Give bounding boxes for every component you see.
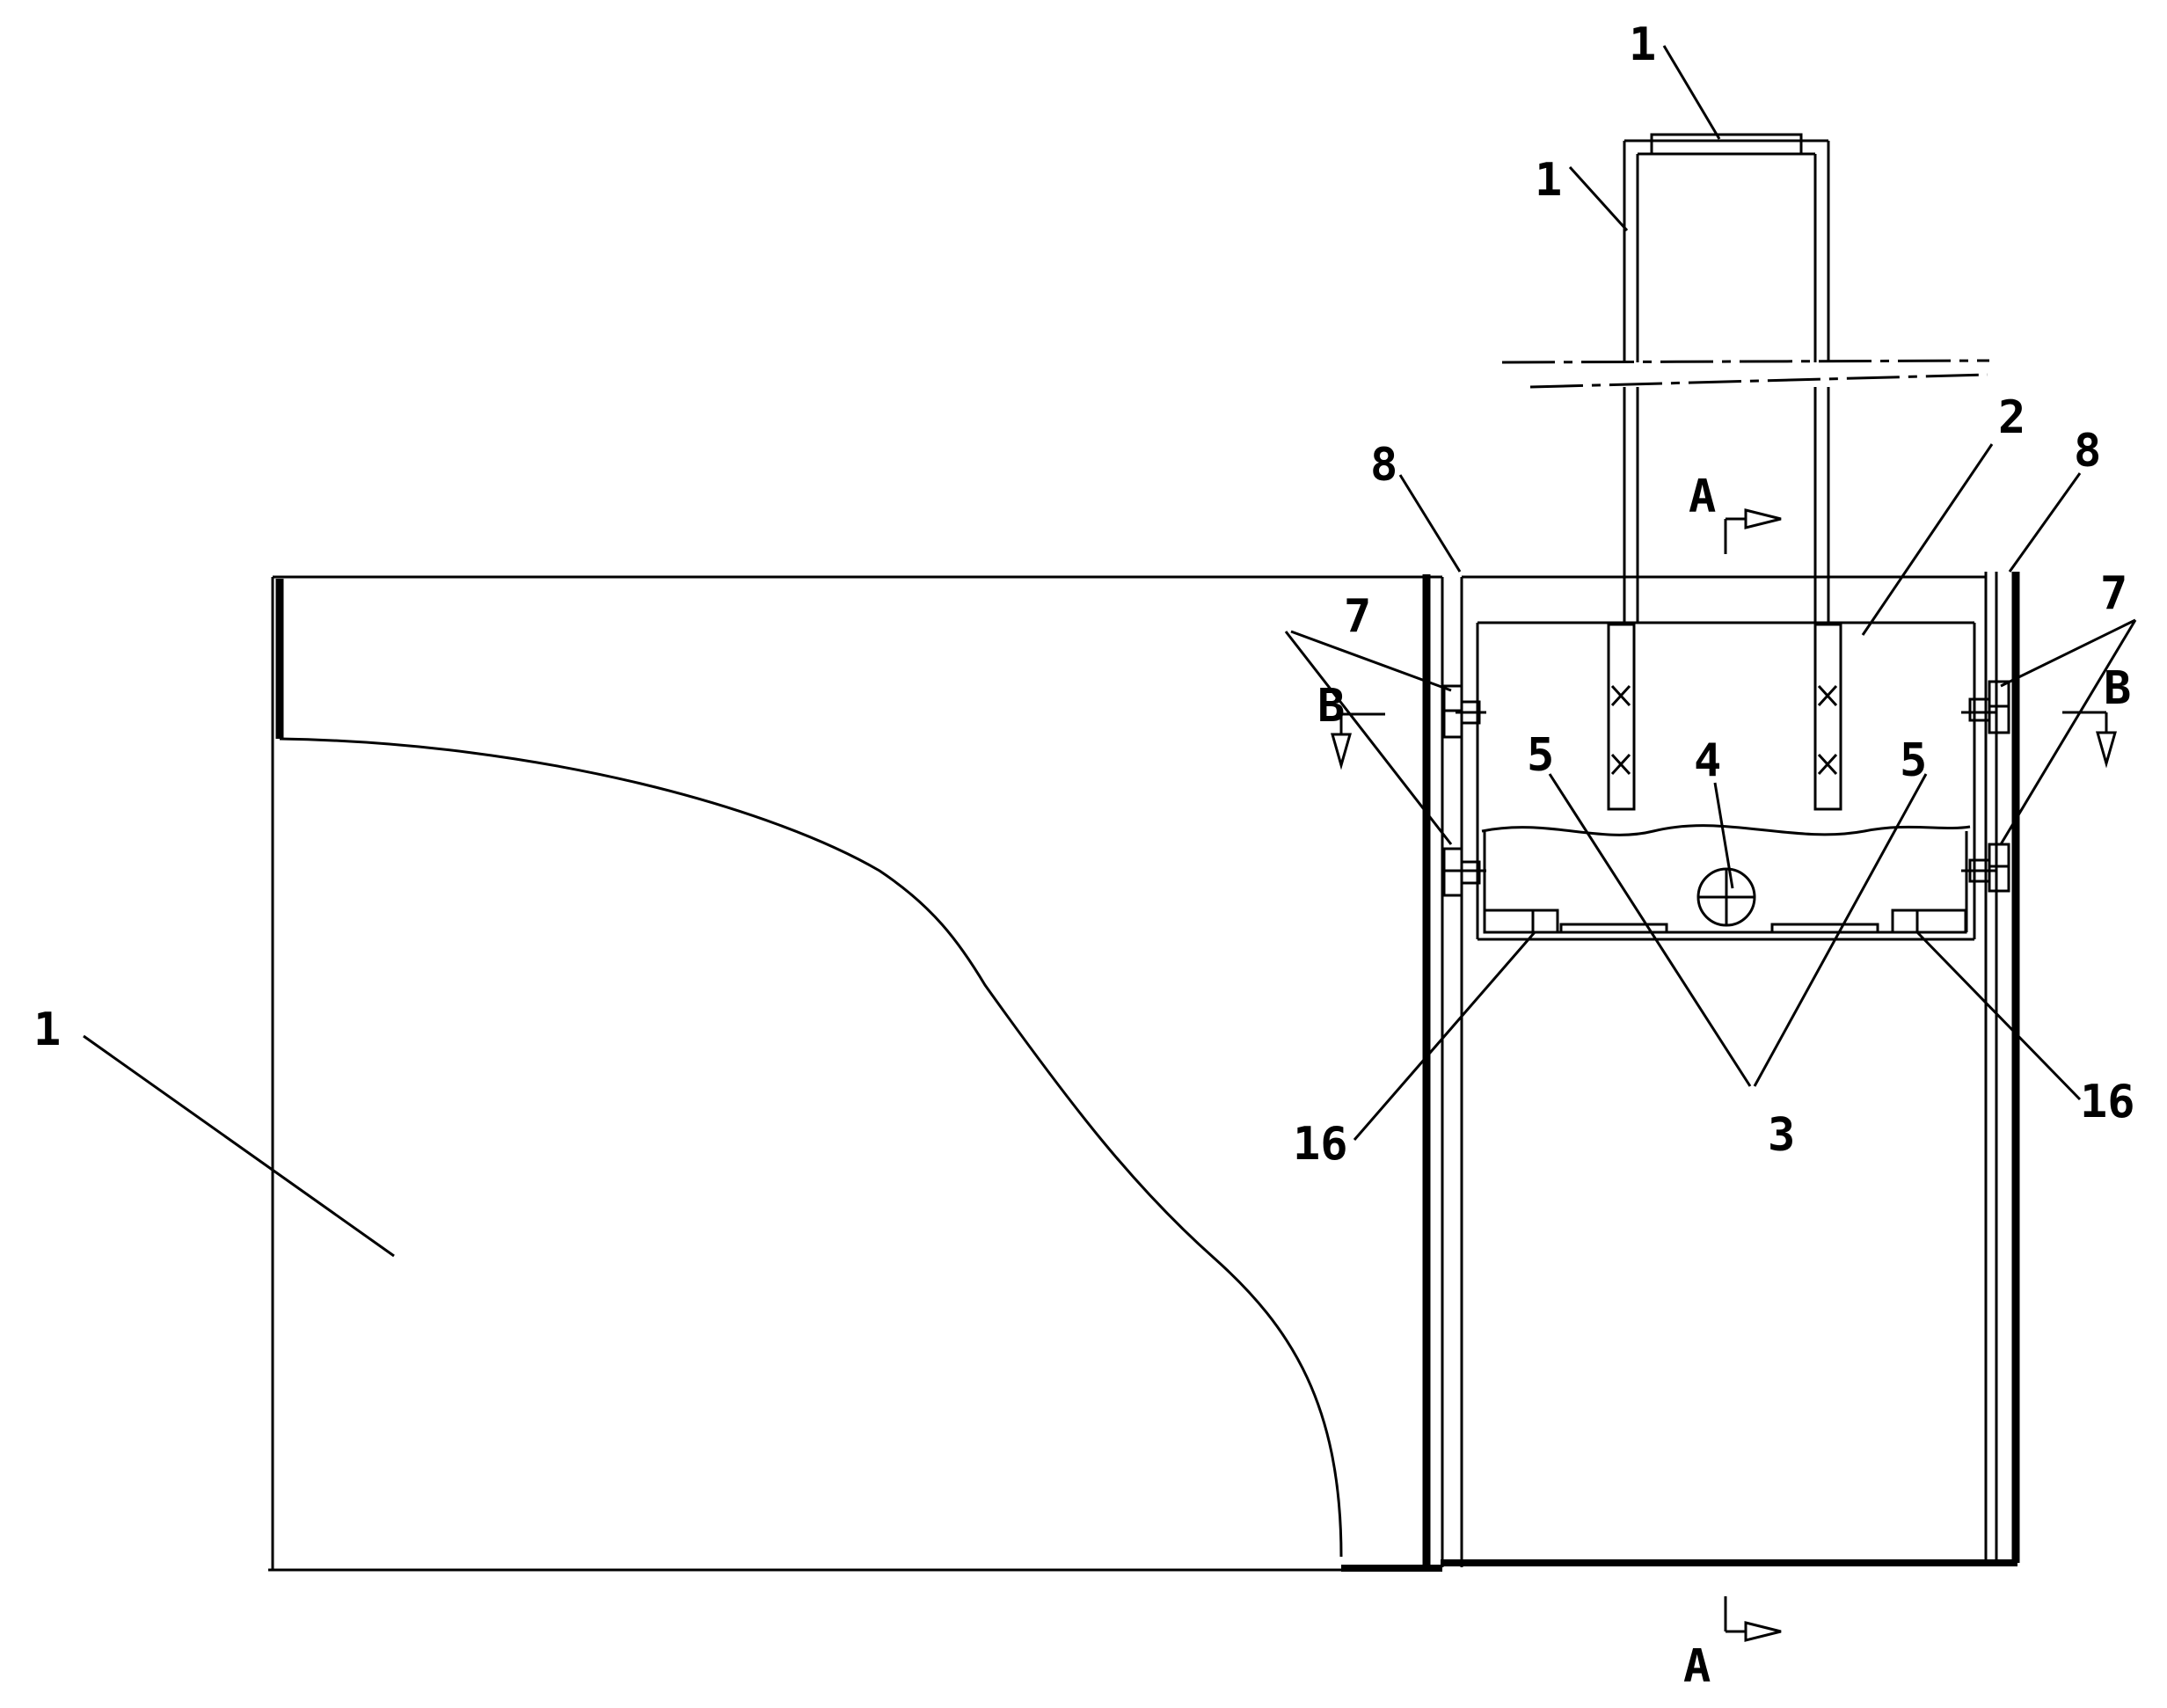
label-section-a-top: A [1689, 471, 1716, 523]
box [1476, 621, 1976, 941]
section-marker-b-left [1331, 712, 1385, 770]
bolts-right [1961, 680, 2010, 893]
labels: 1 1 1 2 8 8 7 7 5 5 4 3 16 16 A A B B [33, 18, 2135, 1693]
label-pad-left: 16 [1293, 1118, 1348, 1171]
section-marker-b-right [2062, 711, 2117, 769]
section-marker-a-bottom [1724, 1596, 1782, 1642]
pad-right [1915, 909, 1967, 934]
left-guide-column [1422, 574, 1463, 1567]
bolts-left [1442, 684, 1486, 897]
label-handle-frame: 1 [1535, 154, 1562, 207]
rod-crosses [1610, 684, 1838, 776]
label-left-body: 1 [33, 1004, 61, 1056]
label-bolts-right: 7 [2100, 567, 2127, 620]
pad-left [1483, 909, 1535, 934]
label-bolts-left: 7 [1344, 590, 1371, 643]
section-marker-a-top [1724, 508, 1782, 554]
label-section-b-left: B [1317, 680, 1345, 733]
bottom-plate-right [1770, 923, 1879, 934]
label-pad-right: 16 [2080, 1076, 2135, 1128]
cutaway-curve [279, 737, 1343, 1558]
leader-lines [83, 45, 2137, 1258]
label-part5-right: 5 [1900, 734, 1927, 787]
label-section-a-bottom: A [1683, 1640, 1711, 1693]
right-chamber [1441, 572, 2020, 1566]
label-guide-right: 8 [2074, 425, 2101, 478]
handle-frame [1607, 133, 1842, 811]
left-body [268, 575, 1442, 1572]
label-box: 2 [1998, 391, 2025, 444]
label-top-bar: 1 [1629, 18, 1656, 71]
label-bottom-parts: 3 [1768, 1109, 1795, 1162]
label-part5-left: 5 [1527, 729, 1554, 782]
label-section-b-right: B [2104, 662, 2131, 715]
label-guide-left: 8 [1370, 439, 1397, 492]
break-line [1481, 824, 1971, 836]
pad-right-inner [1891, 909, 1919, 934]
handle-grip [1650, 133, 1803, 156]
pad-left-inner [1531, 909, 1559, 934]
break-dash-lines [1501, 359, 1990, 389]
bottom-plate-left [1559, 923, 1668, 934]
label-round-element: 4 [1694, 734, 1721, 787]
round-element [1696, 867, 1756, 927]
